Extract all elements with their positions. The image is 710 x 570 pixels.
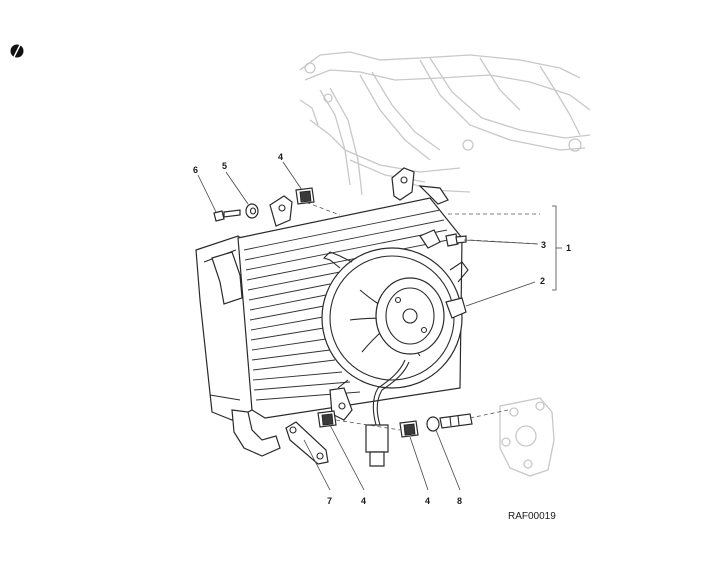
fan-connector — [365, 424, 389, 467]
callout-8: 8 — [457, 496, 462, 506]
washer-part-5 — [245, 203, 259, 219]
callout-4-bottom-left: 4 — [361, 496, 366, 506]
figure-code: RAF00019 — [508, 511, 556, 522]
screw-part-3 — [445, 233, 467, 247]
engine-cover — [499, 397, 555, 477]
grommet-part-4-bottom-left — [317, 410, 337, 428]
callout-7: 7 — [327, 496, 332, 506]
callout-3: 3 — [541, 240, 546, 250]
grommet-part-4-top — [295, 187, 315, 205]
grommet-part-4-bottom-right — [399, 420, 419, 438]
callout-2: 2 — [540, 276, 545, 286]
callout-1: 1 — [566, 243, 571, 253]
callout-6: 6 — [193, 165, 198, 175]
callout-4-top: 4 — [278, 152, 283, 162]
callout-5: 5 — [222, 161, 227, 171]
bracket-part-7 — [285, 421, 329, 465]
stud-part-8 — [426, 413, 473, 432]
motorcycle-frame — [299, 51, 591, 196]
bolt-part-6 — [213, 209, 241, 222]
radiator-fins — [243, 209, 449, 401]
callout-4-bottom-right: 4 — [425, 496, 430, 506]
note-marker-icon — [10, 44, 24, 58]
leader-lines — [197, 161, 562, 491]
cooling-fan — [321, 229, 469, 426]
